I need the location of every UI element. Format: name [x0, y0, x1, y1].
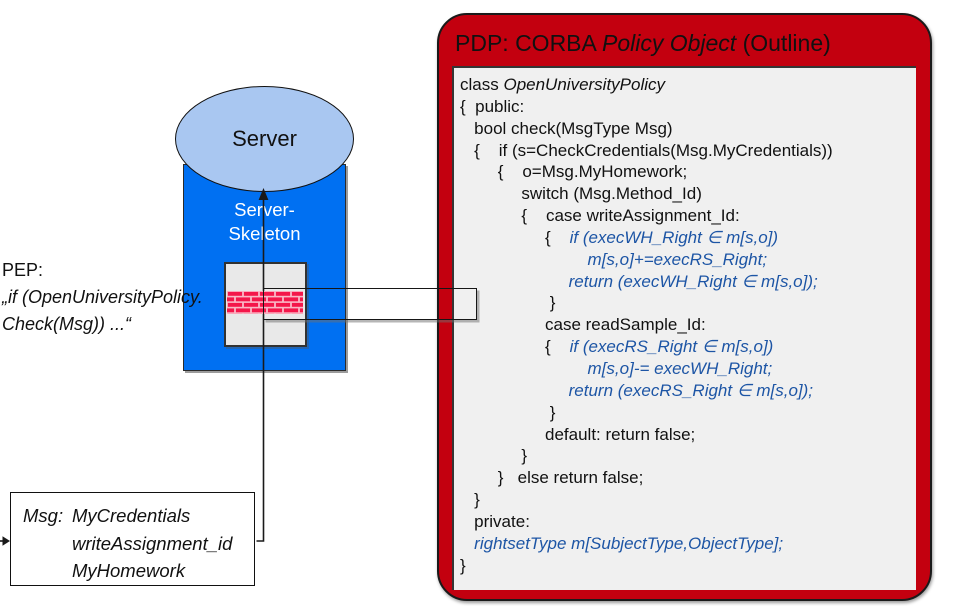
text-segment: private: [460, 511, 530, 531]
code-line: m[s,o]+=execRS_Right; [460, 249, 916, 271]
text-segment [460, 381, 569, 400]
msg-box: Msg: MyCredentials writeAssignment_id My… [10, 492, 255, 586]
text-segment: { [460, 227, 570, 247]
server-skeleton-label-line1: Server- [234, 199, 295, 220]
pdp-code-panel: class OpenUniversityPolicy{ public: bool… [452, 66, 916, 590]
pep-quote-line1: „if (OpenUniversityPolicy. [2, 287, 203, 307]
code-line: switch (Msg.Method_Id) [460, 183, 916, 205]
code-line: m[s,o]-= execWH_Right; [460, 358, 916, 380]
code-line: } [460, 402, 916, 424]
pep-quote-line2: Check(Msg)) ...“ [2, 314, 132, 334]
code-line: private: [460, 511, 916, 533]
text-segment: { public: [460, 96, 525, 116]
code-line: { case writeAssignment_Id: [460, 205, 916, 227]
code-line: } else return false; [460, 467, 916, 489]
pep-label-block: PEP: „if (OpenUniversityPolicy. Check(Ms… [2, 257, 203, 338]
server-skeleton-label: Server- Skeleton [184, 198, 345, 246]
text-segment: } [460, 293, 556, 313]
text-segment: { [460, 337, 570, 357]
server-label: Server [232, 126, 297, 151]
firewall-bricks-icon [227, 291, 303, 314]
text-segment [460, 250, 588, 269]
text-segment: if (execRS_Right ∈ m[s,o]) [569, 337, 774, 357]
text-segment [460, 534, 474, 553]
text-segment: (Outline) [736, 30, 831, 56]
text-segment: } [460, 446, 528, 466]
pdp-title: PDP: CORBA Policy Object (Outline) [455, 30, 831, 57]
text-segment: { if (s=CheckCredentials(Msg.MyCredentia… [460, 140, 833, 160]
text-segment: default: return false; [460, 424, 696, 444]
code-line: rightsetType m[SubjectType,ObjectType]; [460, 533, 916, 555]
text-segment: case readSample_Id: [460, 315, 706, 335]
msg-in-arrowhead-icon [2, 536, 10, 546]
code-line: } [460, 292, 916, 314]
code-line: { if (execWH_Right ∈ m[s,o]) [460, 227, 916, 249]
text-segment: m[s,o]-= execWH_Right; [587, 358, 773, 378]
code-line: } [460, 555, 916, 577]
msg-item-credentials: MyCredentials [72, 505, 191, 526]
msg-item-method: writeAssignment_id [72, 532, 233, 554]
text-segment: return (execRS_Right ∈ m[s,o]); [568, 380, 814, 400]
text-segment: { case writeAssignment_Id: [460, 206, 740, 226]
text-segment [460, 359, 588, 378]
text-segment: switch (Msg.Method_Id) [460, 184, 702, 204]
text-segment: if (execWH_Right ∈ m[s,o]) [569, 227, 779, 247]
text-segment: rightsetType m[SubjectType,ObjectType]; [474, 533, 784, 553]
text-segment: } [460, 555, 466, 575]
pep-to-pdp-connector-rect [263, 288, 477, 320]
text-segment: bool check(MsgType Msg) [460, 118, 673, 138]
pep-title: PEP: [2, 260, 44, 280]
text-segment: return (execWH_Right ∈ m[s,o]); [568, 271, 818, 291]
server-skeleton-label-line2: Skeleton [228, 223, 301, 244]
text-segment: } else return false; [460, 468, 644, 488]
text-segment: Policy Object [601, 30, 737, 56]
pdp-panel: PDP: CORBA Policy Object (Outline) class… [437, 13, 932, 601]
code-line: { if (s=CheckCredentials(Msg.MyCredentia… [460, 140, 916, 162]
code-line: { o=Msg.MyHomework; [460, 161, 916, 183]
code-line: default: return false; [460, 424, 916, 446]
text-segment: } [460, 490, 480, 510]
code-line: case readSample_Id: [460, 314, 916, 336]
server-ellipse: Server [175, 86, 354, 192]
msg-label: Msg: [23, 505, 64, 526]
text-segment: { o=Msg.MyHomework; [460, 162, 688, 182]
code-line: { public: [460, 96, 916, 118]
msg-item-homework: MyHomework [72, 560, 186, 581]
code-line: bool check(MsgType Msg) [460, 118, 916, 140]
code-line: } [460, 489, 916, 511]
msg-items: MyCredentials writeAssignment_id MyHomew… [72, 502, 232, 585]
code-line: } [460, 445, 916, 467]
text-segment: } [460, 402, 556, 422]
text-segment: m[s,o]+=execRS_Right; [587, 249, 768, 269]
code-line: return (execRS_Right ∈ m[s,o]); [460, 380, 916, 402]
code-line: class OpenUniversityPolicy [460, 74, 916, 96]
code-block: class OpenUniversityPolicy{ public: bool… [454, 68, 916, 576]
text-segment: class [460, 75, 504, 94]
code-line: { if (execRS_Right ∈ m[s,o]) [460, 336, 916, 358]
code-line: return (execWH_Right ∈ m[s,o]); [460, 271, 916, 293]
text-segment: OpenUniversityPolicy [503, 75, 666, 94]
text-segment: PDP: CORBA [455, 30, 602, 56]
